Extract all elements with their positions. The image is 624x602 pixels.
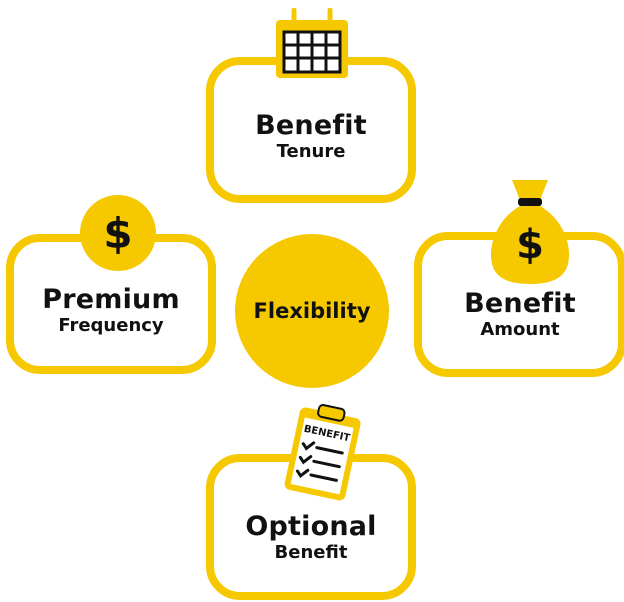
label-premium-frequency: Premium Frequency [6, 284, 216, 337]
label-benefit-amount: Benefit Amount [414, 288, 624, 341]
calendar-icon [276, 8, 348, 78]
node-subtitle: Tenure [276, 141, 346, 163]
label-benefit-tenure: Benefit Tenure [206, 110, 416, 163]
node-title: Benefit [464, 288, 576, 319]
node-subtitle: Amount [480, 319, 560, 341]
node-title: Benefit [255, 110, 367, 141]
dollar-coin-icon: $ [80, 195, 156, 271]
center-circle: Flexibility [235, 234, 389, 388]
node-title: Premium [42, 284, 180, 315]
dollar-sign: $ [516, 222, 544, 268]
node-subtitle: Frequency [58, 315, 164, 337]
label-optional-benefit: Optional Benefit [206, 511, 416, 564]
center-label: Flexibility [253, 299, 371, 323]
dollar-sign: $ [103, 209, 132, 258]
money-bag-icon: $ [491, 180, 569, 284]
node-subtitle: Benefit [274, 542, 348, 564]
clipboard-icon: BENEFIT [284, 404, 361, 501]
node-title: Optional [245, 511, 377, 542]
